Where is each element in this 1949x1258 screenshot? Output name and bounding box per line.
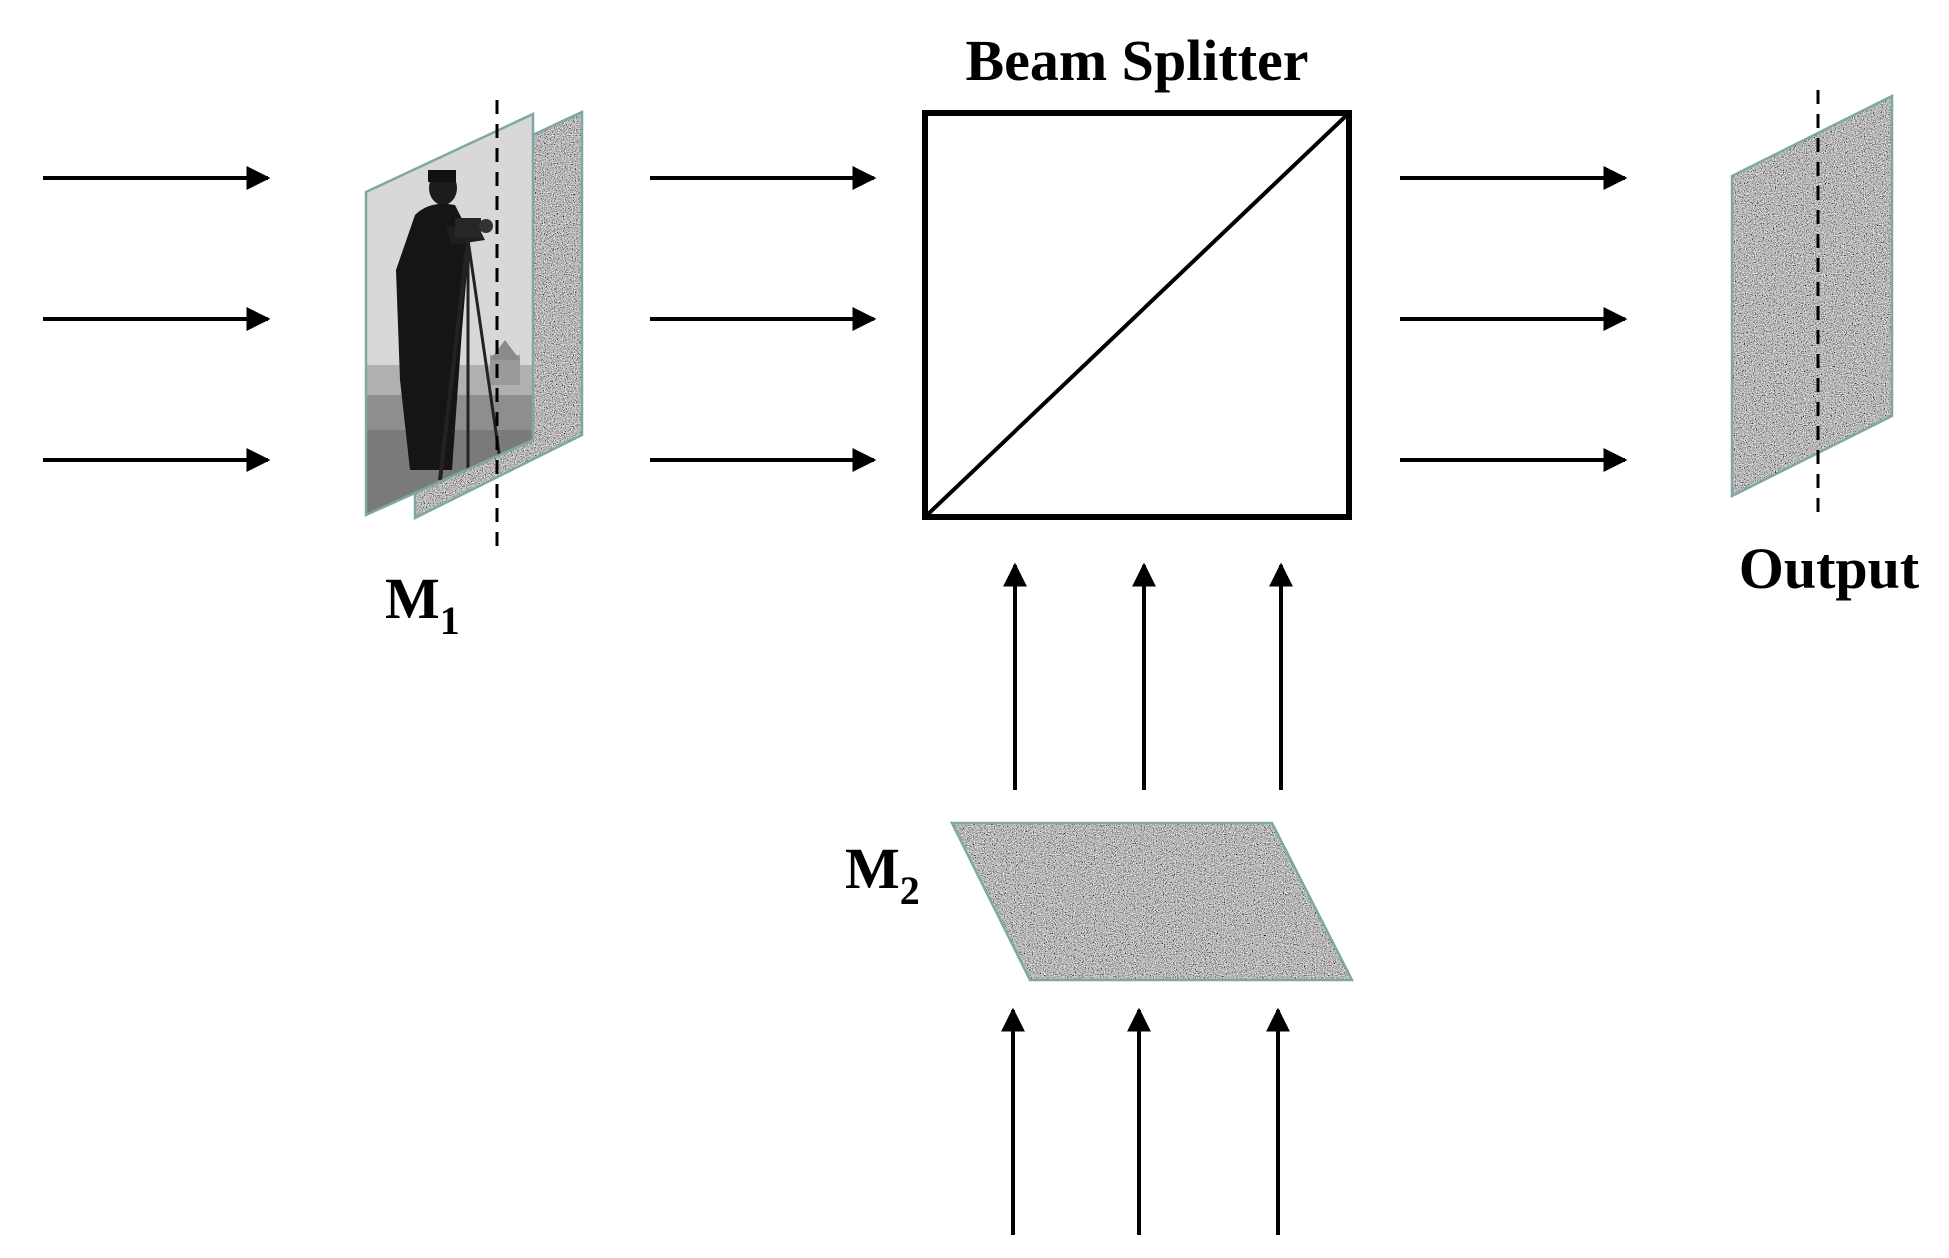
reference-beam-arrows-upper <box>1003 562 1293 790</box>
m1-label: M1 <box>385 566 460 643</box>
output-arrows <box>1400 166 1628 472</box>
mask-m2 <box>949 821 1355 982</box>
beam-splitter-diagonal <box>923 111 1351 519</box>
beam-splitter <box>922 110 1352 520</box>
m2-label: M2 <box>845 836 920 913</box>
output-label: Output <box>1739 536 1920 601</box>
input-beam-arrows <box>43 166 271 472</box>
output-plane <box>1730 90 1894 520</box>
mask-m1 <box>364 100 584 556</box>
beam-splitter-label: Beam Splitter <box>965 28 1308 93</box>
reference-beam-arrows-lower <box>1001 1007 1290 1235</box>
m1-image-plate-edge <box>364 112 535 517</box>
beam-splitter-input-arrows <box>650 166 877 472</box>
